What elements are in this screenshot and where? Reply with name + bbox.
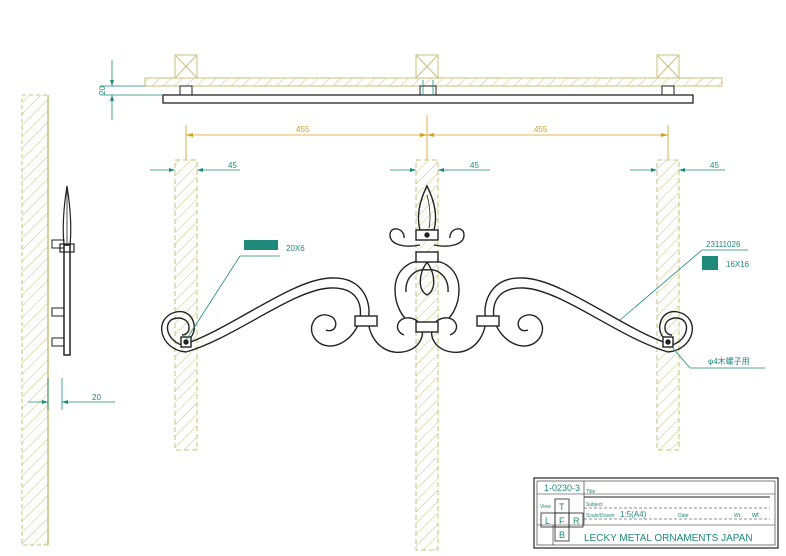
view-caption: View bbox=[540, 504, 551, 510]
dim-span-left: 455 bbox=[296, 125, 310, 134]
callout-part-no: 23111026 16X16 bbox=[619, 240, 750, 321]
flat-bar-swatch bbox=[244, 240, 278, 250]
view-top: T bbox=[559, 502, 565, 512]
square-bar-swatch bbox=[702, 256, 718, 270]
top-beam bbox=[144, 77, 723, 87]
label-square-bar: 16X16 bbox=[726, 260, 750, 269]
title-caption: Title bbox=[586, 489, 595, 495]
dim-top-thickness: 20 bbox=[98, 86, 107, 95]
weight-caption: Wt. bbox=[734, 513, 742, 519]
date-caption: Date bbox=[678, 513, 689, 519]
dim-post-width-center: 45 bbox=[470, 161, 479, 170]
callout-flat-bar: 20X6 bbox=[185, 240, 305, 341]
company-name: LECKY METAL ORNAMENTS JAPAN bbox=[584, 533, 753, 544]
side-view: 20 bbox=[21, 94, 115, 546]
scale-value: 1:5(A4) bbox=[620, 510, 647, 519]
dim-span-right: 455 bbox=[534, 125, 548, 134]
label-flat-bar: 20X6 bbox=[286, 244, 305, 253]
label-screw: φ4木螺子用 bbox=[708, 356, 750, 366]
title-block: T L F R B View 1-0230-3 Title Subject Sc… bbox=[533, 477, 779, 549]
scale-caption: Scale/Drawn bbox=[586, 513, 615, 519]
side-spike bbox=[62, 185, 72, 246]
span-dimensions: 455 455 bbox=[185, 115, 669, 160]
view-left: L bbox=[545, 516, 550, 526]
subject-caption: Subject bbox=[586, 502, 603, 508]
side-bracket-bar bbox=[63, 244, 71, 356]
ornament-bracket bbox=[160, 184, 694, 354]
weight-value: wt bbox=[751, 512, 759, 519]
dim-post-width-left: 45 bbox=[228, 161, 237, 170]
view-front: F bbox=[559, 516, 565, 526]
top-view: 20 bbox=[98, 54, 723, 120]
view-right: R bbox=[573, 516, 580, 526]
drawing-number: 1-0230-3 bbox=[544, 483, 580, 493]
label-part-no: 23111026 bbox=[706, 240, 741, 249]
callout-screw: φ4木螺子用 bbox=[671, 346, 765, 369]
dim-side-thickness: 20 bbox=[92, 393, 101, 402]
view-bottom: B bbox=[559, 530, 565, 540]
top-flat-bar bbox=[162, 94, 694, 104]
side-wall bbox=[21, 94, 49, 546]
dim-post-width-right: 45 bbox=[710, 161, 719, 170]
